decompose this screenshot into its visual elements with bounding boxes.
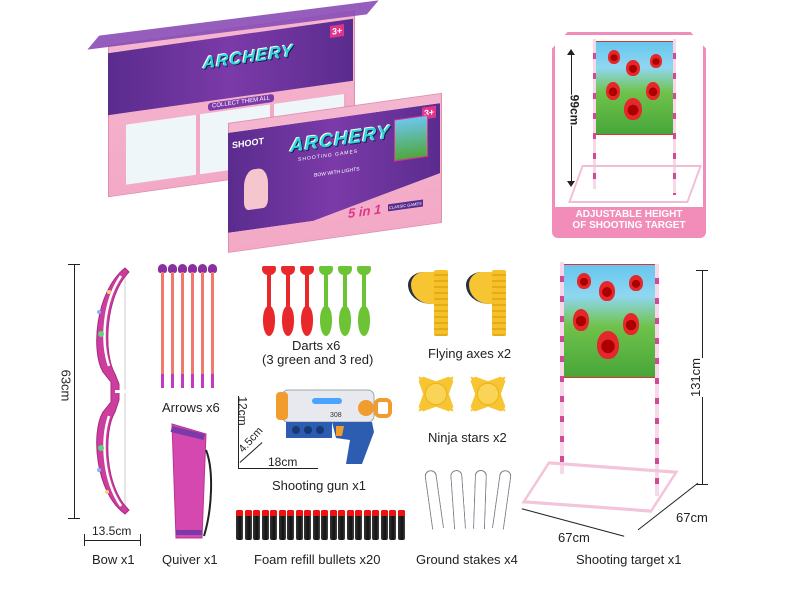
inset-target-banner [595, 41, 675, 135]
ninja-star-icon-1 [416, 374, 456, 414]
darts-sublabel: (3 green and 3 red) [262, 352, 374, 367]
darts-label: Darts x6 [292, 338, 341, 353]
stars-label: Ninja stars x2 [428, 430, 507, 445]
axe-icon-2 [466, 268, 514, 338]
stakes-label: Ground stakes x4 [416, 552, 518, 567]
target-width-dim: 67cm [558, 530, 590, 545]
bullets-label: Foam refill bullets x20 [254, 552, 381, 567]
bow-height-line [74, 264, 75, 518]
stakes-icon [423, 469, 513, 540]
inset-caption: ADJUSTABLE HEIGHT OF SHOOTING TARGET [555, 207, 703, 237]
target-base-frame [521, 461, 679, 513]
target-pole-right [655, 264, 659, 496]
box-back-age-badge: 3+ [330, 24, 345, 39]
bow-icon [96, 267, 131, 515]
gun-label: Shooting gun x1 [272, 478, 366, 493]
quiver-icon [170, 423, 213, 539]
box-front-target-image [394, 114, 428, 162]
arrows-label: Arrows x6 [162, 400, 220, 415]
target-pole-left [560, 262, 564, 474]
bow-label: Bow x1 [92, 552, 135, 567]
ninja-star-icon-2 [468, 374, 508, 414]
gun-icon: 308 [276, 389, 392, 464]
bow-height-dim: 63cm [58, 369, 74, 402]
inset-pole-left [593, 39, 596, 189]
inset-caption-line2: OF SHOOTING TARGET [572, 220, 686, 231]
target-banner [562, 264, 658, 378]
bow-width-line [84, 540, 140, 541]
adjustable-height-inset: 99cm ADJUSTABLE HEIGHT OF SHOOTING TARGE… [552, 32, 706, 238]
inset-caption-line1: ADJUSTABLE HEIGHT [575, 209, 683, 220]
bow-width-dim: 13.5cm [92, 524, 132, 538]
inset-base-frame [568, 165, 702, 203]
box-front-girl-image [244, 167, 268, 211]
inset-arrow-up-icon [567, 49, 575, 55]
inset-height-dim: 99cm [567, 94, 582, 126]
target-depth-dim: 67cm [676, 510, 708, 525]
inset-arrow-down-icon [567, 181, 575, 187]
target-label: Shooting target x1 [576, 552, 682, 567]
arrows-icon [158, 264, 218, 390]
quiver-label: Quiver x1 [162, 552, 218, 567]
gun-height-dim: 12cm [235, 396, 250, 426]
target-height-dim: 131cm [688, 357, 704, 398]
gun-model-text: 308 [330, 412, 342, 419]
gun-width-dim: 18cm [268, 455, 298, 469]
axe-icon-1 [408, 268, 456, 338]
bullets-icon [236, 510, 416, 542]
axes-label: Flying axes x2 [428, 346, 512, 361]
darts-icon [262, 266, 372, 340]
inset-pole-right [673, 39, 676, 195]
